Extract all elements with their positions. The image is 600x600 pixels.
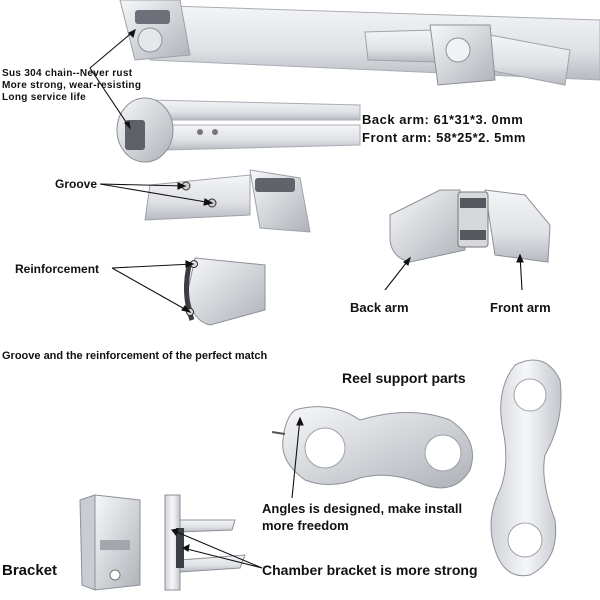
bracket-label: Bracket: [2, 562, 58, 579]
reel-support-vertical-image: [490, 359, 562, 577]
back-arm-label: Back arm: [350, 300, 409, 315]
angles-note: Angles is designed, make install more fr…: [262, 501, 463, 533]
reinforcement-label: Reinforcement: [15, 262, 100, 276]
chamber-note: Chamber bracket is more strong: [262, 562, 478, 578]
chain-note-line-2: More strong, wear-resisting: [2, 80, 142, 91]
chamber-bracket-image: [164, 494, 246, 591]
groove-label: Groove: [55, 177, 98, 191]
arm-joint-image: [364, 24, 571, 86]
chain-note: Sus 304 chain--Never rust More strong, w…: [2, 68, 141, 104]
chain-note-line-3: Long service life: [2, 92, 87, 103]
back-front-arm-image: [389, 189, 551, 263]
reel-title: Reel support parts: [342, 370, 466, 386]
reinforcement-part-image: [184, 257, 266, 326]
front-arm-label: Front arm: [490, 300, 551, 315]
front-arm-spec: Front arm: 58*25*2. 5mm: [362, 130, 526, 145]
groove-part-image: [144, 169, 311, 233]
chain-note-line-1: Sus 304 chain--Never rust: [2, 68, 133, 79]
caption: Groove and the reinforcement of the perf…: [2, 350, 268, 362]
elbow-joint-image: [116, 97, 361, 163]
bracket-image: [79, 494, 141, 591]
leader-lines: [89, 28, 524, 569]
back-arm-spec: Back arm: 61*31*3. 0mm: [362, 112, 524, 127]
reel-support-horizontal-image: [271, 406, 473, 489]
